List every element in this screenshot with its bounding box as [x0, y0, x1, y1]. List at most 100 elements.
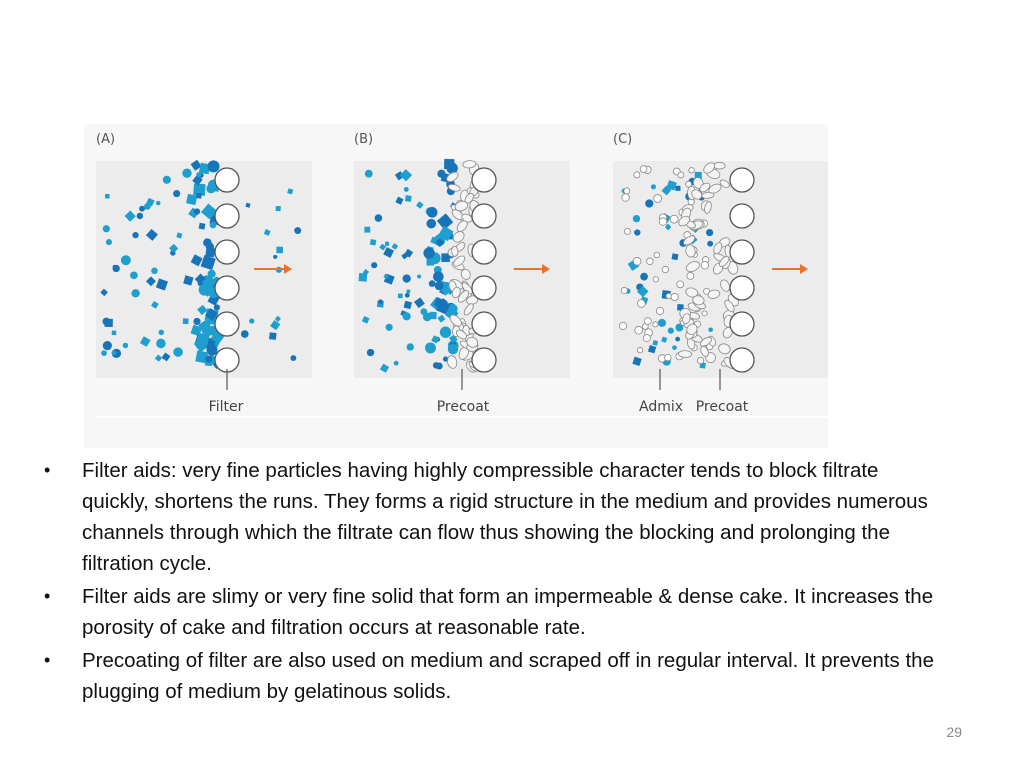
particle [640, 272, 648, 281]
admix-particle [669, 214, 679, 224]
bullet-marker: • [44, 586, 51, 606]
particle [294, 227, 302, 235]
panel-b-label: (B) [354, 132, 373, 147]
filter-aid-particle [700, 345, 709, 357]
admix-particle [642, 334, 651, 343]
bullet-item: •Precoating of filter are also used on m… [40, 645, 940, 707]
particle [650, 184, 657, 190]
particle [444, 158, 455, 170]
particle [213, 304, 220, 311]
particle [369, 239, 377, 246]
particle [406, 289, 411, 294]
particle [706, 228, 714, 237]
particle [634, 229, 641, 236]
particle [195, 332, 210, 347]
filter-aid-particle [683, 235, 696, 246]
filter-medium-circle [214, 275, 240, 301]
filter-aid-particle [713, 242, 723, 255]
particle [195, 192, 202, 199]
particle [671, 253, 679, 261]
particle [393, 360, 399, 366]
bullet-item: •Filter aids are slimy or very fine soli… [40, 581, 940, 643]
admix-particle [621, 193, 630, 202]
particle [383, 247, 394, 258]
admix-particle [664, 353, 672, 362]
particle [182, 318, 189, 325]
particle [403, 186, 409, 192]
particle [442, 356, 449, 362]
admix-particle [688, 167, 695, 174]
particle [240, 330, 249, 338]
particle [385, 323, 393, 331]
filter-aid-particle [719, 179, 730, 188]
filter-aid-particle [454, 200, 469, 212]
filter-aid-particle [451, 245, 459, 257]
particle [205, 242, 215, 251]
particle [439, 326, 452, 338]
filtration-diagram: (A) (B) (C) Filter Precoat A [84, 124, 828, 448]
particle [402, 274, 411, 283]
filter-aid-particle [713, 161, 726, 170]
particle [154, 354, 163, 362]
panel-b-filter-medium [471, 167, 497, 373]
particle [402, 312, 411, 321]
admix-particle [624, 228, 631, 235]
particle [361, 315, 370, 324]
particle [429, 311, 437, 320]
filtration-diagram-svg: (A) (B) (C) Filter Precoat A [84, 124, 828, 448]
particle [206, 327, 215, 336]
particle [383, 273, 389, 280]
filter-aid-particle [703, 162, 716, 174]
filter-aid-particle [718, 343, 731, 355]
particle [645, 199, 654, 208]
particle [675, 185, 681, 191]
particle [200, 254, 216, 271]
particle [274, 315, 281, 322]
particle [120, 255, 131, 266]
admix-particle [634, 326, 643, 335]
precoat-caption: Precoat [437, 399, 490, 415]
particle [379, 363, 390, 373]
filter-medium-circle [471, 203, 497, 229]
particle [102, 225, 110, 233]
particle [426, 218, 437, 229]
filter-medium-circle [729, 347, 755, 373]
particle [420, 308, 428, 316]
particle [358, 273, 368, 282]
particle [425, 342, 436, 354]
particle [201, 203, 217, 220]
filter-aid-particle [457, 290, 470, 303]
filter-medium-circle [214, 347, 240, 373]
filter-caption: Filter [209, 399, 244, 415]
particle [657, 318, 667, 327]
particle [426, 207, 438, 218]
particle [443, 281, 450, 289]
filter-aid-particle [463, 303, 474, 316]
particle [437, 169, 446, 178]
admix-particle [658, 217, 668, 226]
particle [204, 320, 211, 327]
particle [275, 206, 281, 212]
particle [416, 201, 424, 209]
filter-aid-particle [451, 286, 461, 299]
particle [379, 243, 387, 251]
filter-medium-circle [214, 203, 240, 229]
filter-medium-circle [729, 239, 755, 265]
filter-aid-particle [446, 171, 459, 183]
panel-a-label: (A) [96, 132, 115, 147]
filter-aid-particle [461, 282, 473, 295]
admix-particle [653, 251, 661, 259]
particle [102, 341, 112, 351]
admix-particle [643, 317, 652, 326]
filter-aid-particle [464, 193, 474, 204]
particle [447, 303, 458, 315]
particle [158, 329, 164, 336]
particle [197, 304, 208, 316]
filter-aid-particle [452, 231, 465, 243]
particle [707, 240, 714, 247]
filter-aid-particle [724, 299, 735, 313]
admix-particle [665, 292, 672, 300]
particle [374, 214, 383, 222]
admix-particle [661, 265, 669, 274]
filter-aid-particle [707, 289, 721, 299]
